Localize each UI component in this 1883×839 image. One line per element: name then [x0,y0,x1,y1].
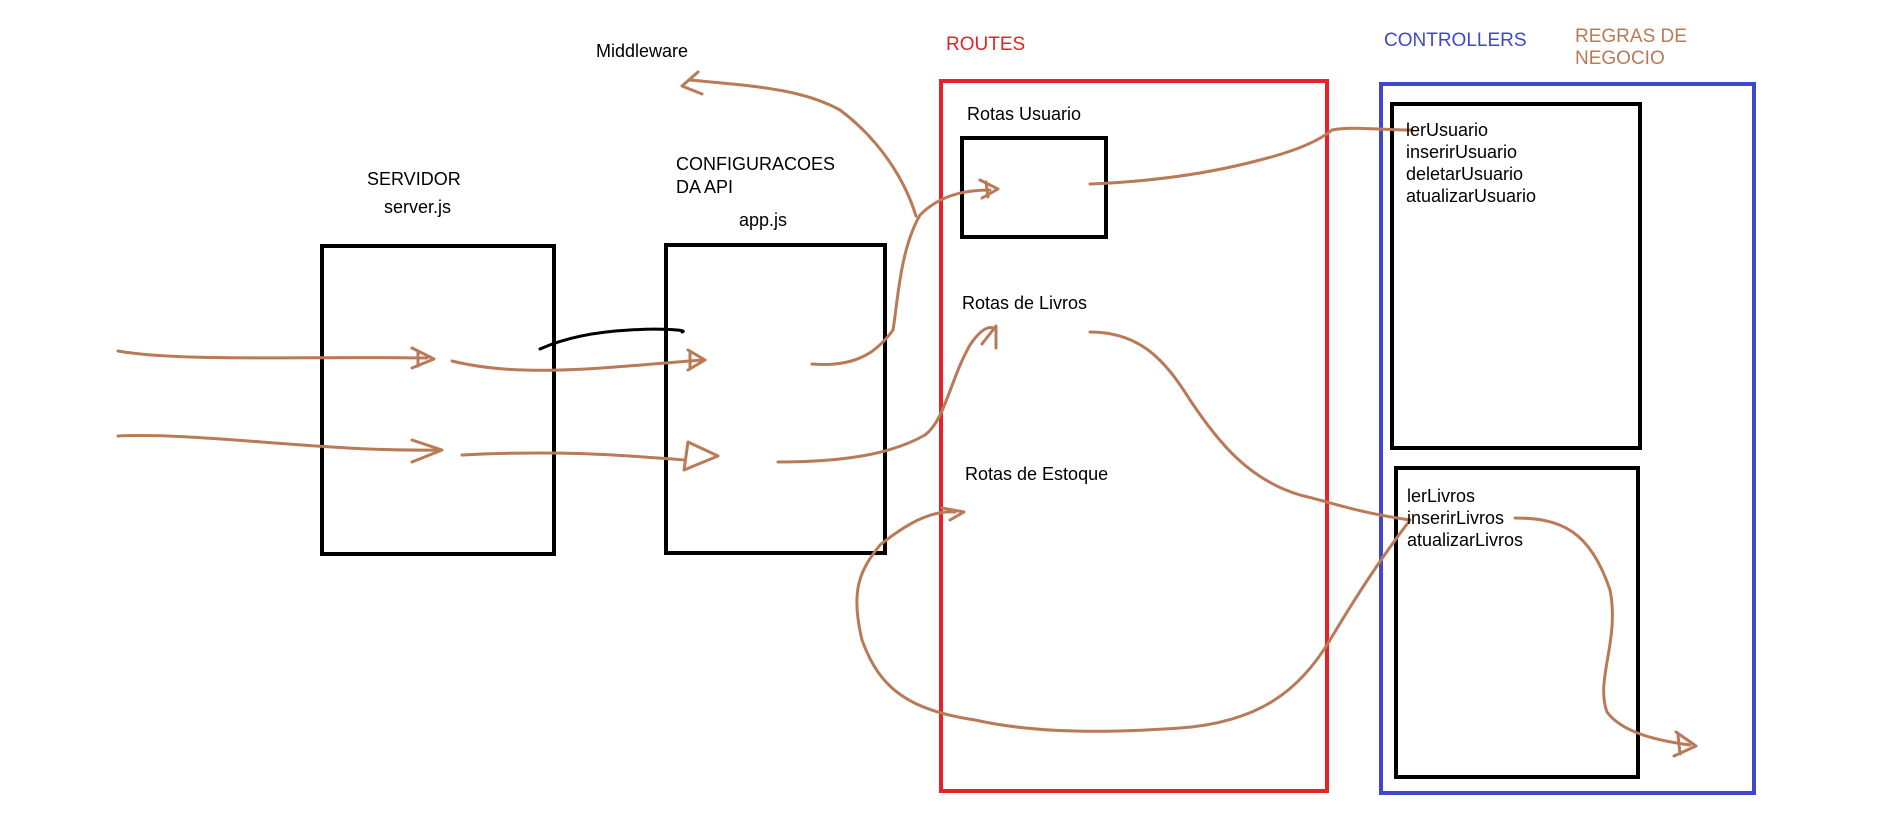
livros-to-controller-arrow [1088,330,1412,522]
method-item: deletarUsuario [1406,164,1524,184]
regras-negocio-title: REGRAS DE NEGOCIO [1575,26,1687,69]
server-to-app-arrowhead-1 [686,348,707,372]
method-item: lerLivros [1407,486,1476,506]
server-box [320,244,556,556]
middleware-arrowhead [680,70,704,96]
rotas-livros-label: Rotas de Livros [962,293,1088,313]
black-sketch-line [538,327,685,351]
routes-title: ROUTES [946,34,1026,55]
method-item: lerUsuario [1406,120,1489,140]
rotas-estoque-label: Rotas de Estoque [965,464,1109,484]
app-to-usuario-arrow [810,188,992,367]
method-item: inserirUsuario [1406,142,1518,162]
app-file-label: app.js [739,210,788,230]
controllers-title: CONTROLLERS [1384,30,1527,51]
middleware-label: Middleware [596,41,689,61]
rotas-usuario-box [960,136,1108,239]
request-arrowhead-1 [410,346,436,370]
livros-methods-list: lerLivros inserirLivros atualizarLivros [1407,485,1523,551]
middleware-arrow [688,78,918,218]
request-arrow-2 [116,433,440,452]
livros-to-estoque-arrowhead [940,506,966,522]
request-arrowhead-2 [410,438,444,464]
rotas-usuario-label: Rotas Usuario [967,104,1082,124]
usuario-to-controller-arrow [1088,126,1414,186]
livros-to-estoque-arrow [855,510,1412,733]
usuario-methods-list: lerUsuario inserirUsuario deletarUsuario… [1406,119,1536,207]
config-label-line1: CONFIGURACOES [676,154,836,174]
method-item: atualizarUsuario [1406,186,1537,206]
method-item: atualizarLivros [1407,530,1524,550]
livros-exit-arrow [1513,516,1692,747]
app-config-box [664,243,887,555]
controllers-container [1379,82,1756,795]
app-to-livros-arrow [776,326,996,464]
app-to-usuario-arrowhead [978,178,1000,200]
server-to-app-arrow-2 [460,451,687,462]
livros-exit-arrowhead [1672,730,1698,758]
livros-controller-box [1394,466,1640,779]
servidor-label: SERVIDOR [367,169,461,189]
method-item: inserirLivros [1407,508,1505,528]
config-label-line2: DA API [676,177,734,197]
app-to-livros-arrowhead [980,324,998,350]
server-file-label: server.js [384,197,452,217]
server-to-app-arrowhead-2 [682,440,720,472]
server-to-app-arrow-1 [450,358,704,372]
routes-container [939,79,1329,793]
usuario-controller-box [1390,102,1642,450]
request-arrow-1 [116,349,429,360]
